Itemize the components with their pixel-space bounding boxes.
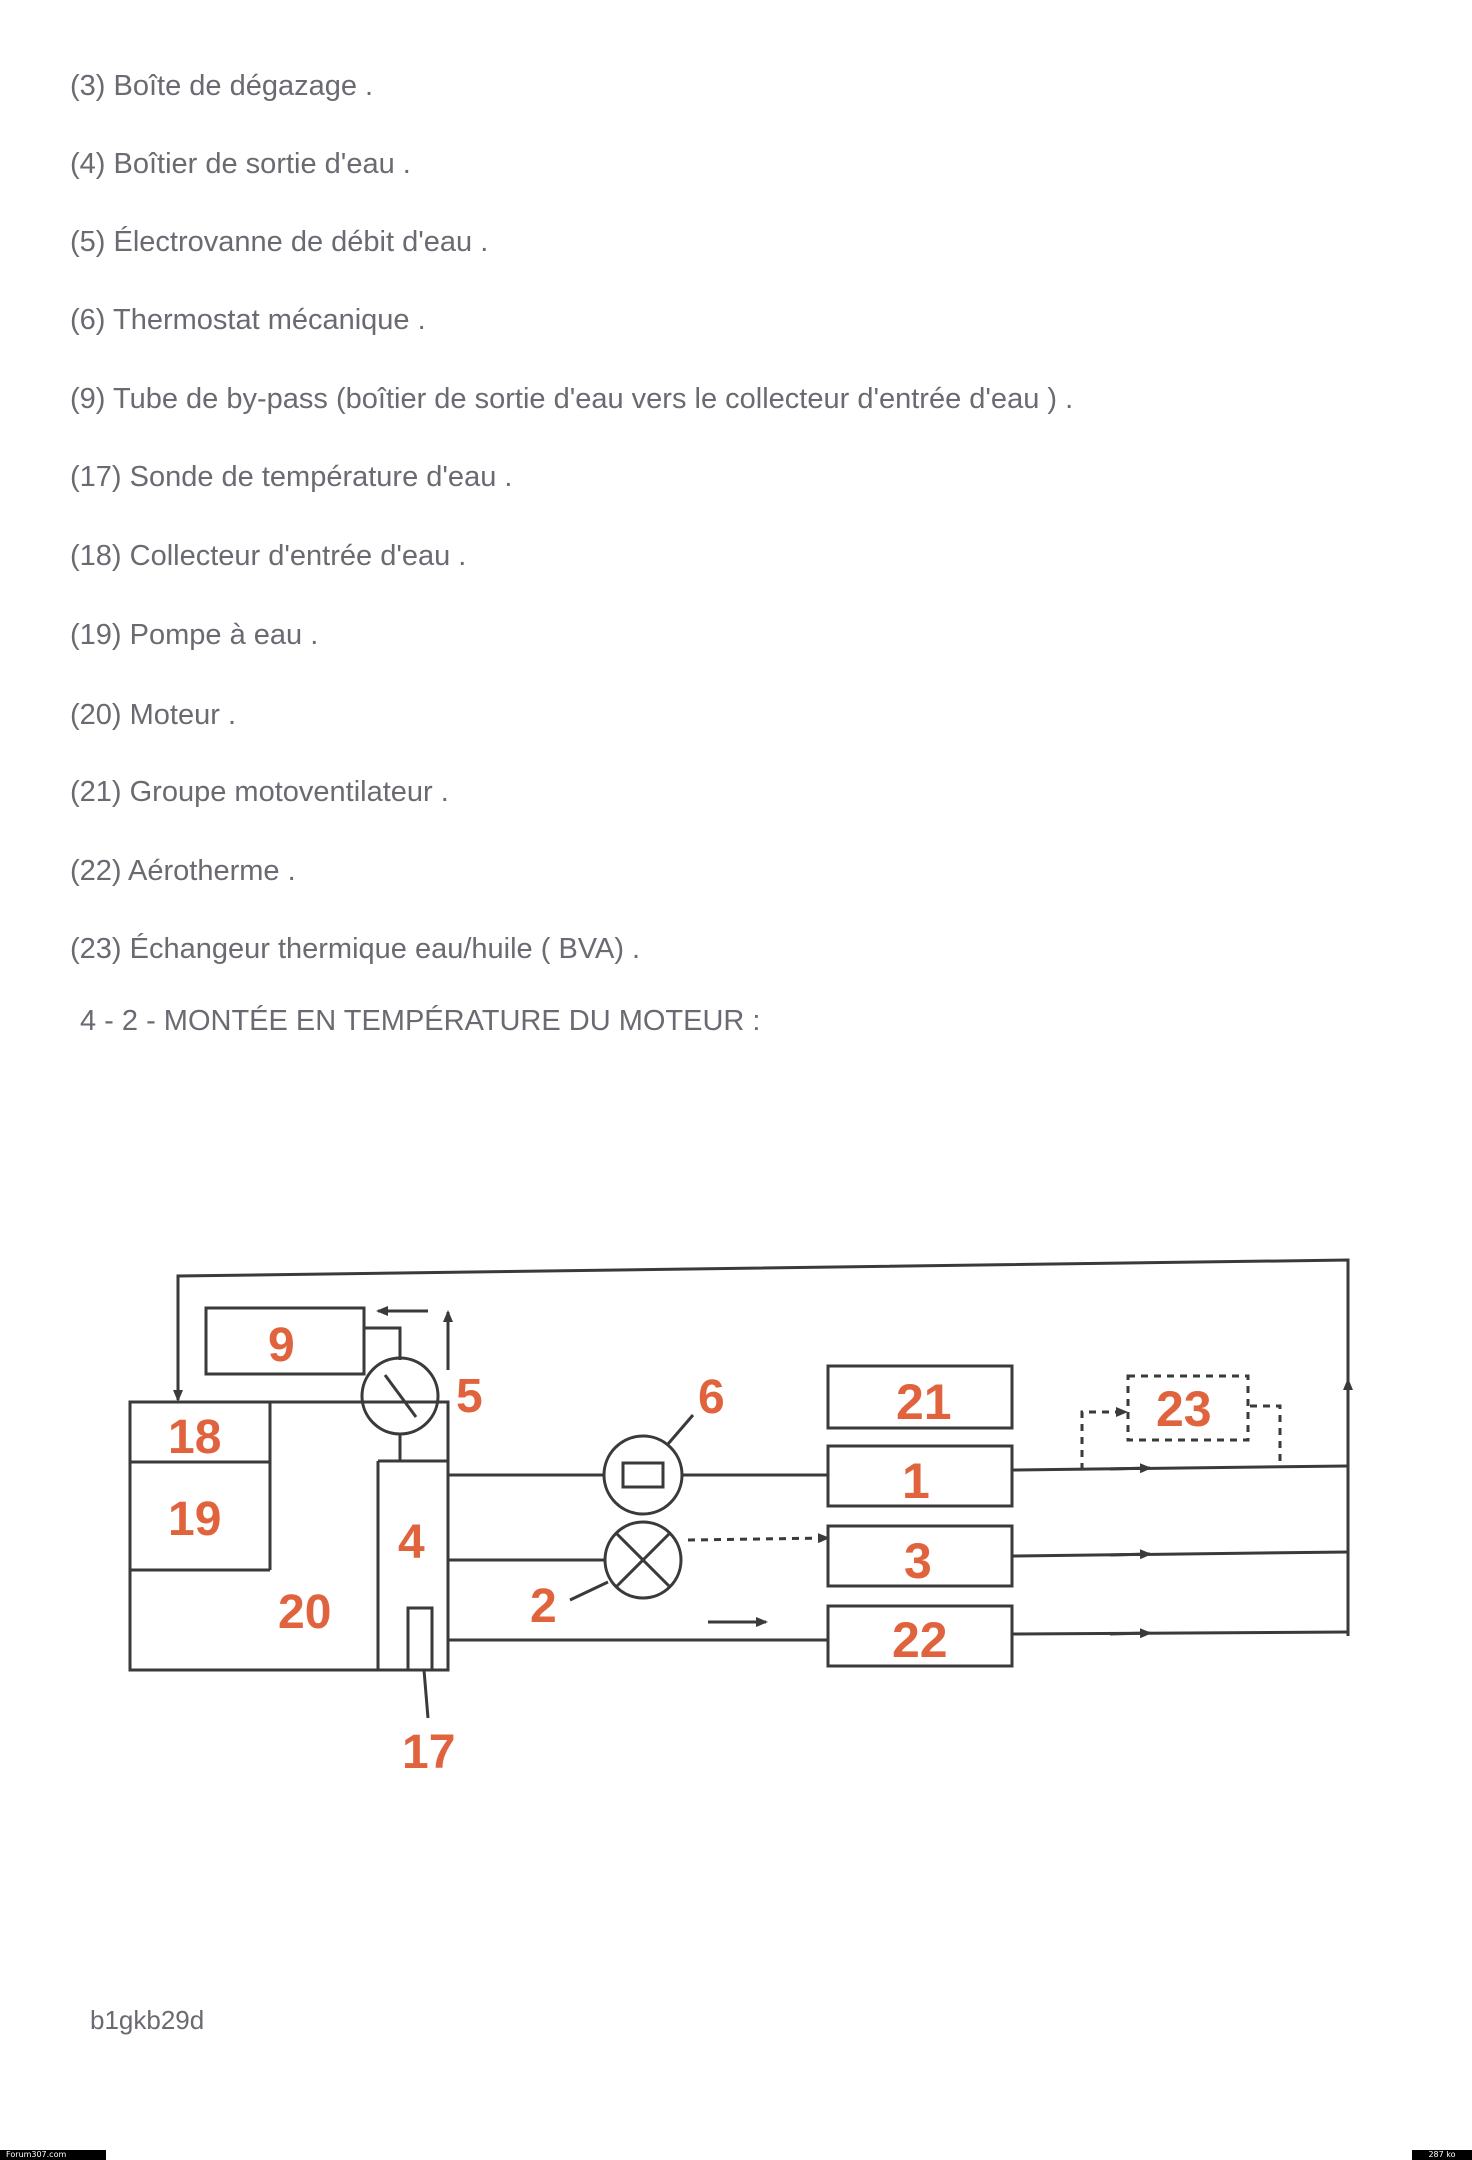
line-1-out bbox=[1011, 1464, 1349, 1472]
arrow-22-out bbox=[1109, 1628, 1152, 1639]
cooling-circuit-diagram: 9 5 6 21 23 18 19 20 4 1 3 22 2 17 bbox=[128, 1258, 1353, 1779]
legend-item-9: (9) Tube de by-pass (boîtier de sortie d… bbox=[70, 383, 1074, 415]
label-2: 2 bbox=[530, 1580, 557, 1633]
legend-item-19: (19) Pompe à eau . bbox=[70, 619, 319, 651]
box-1 bbox=[826, 1444, 1014, 1508]
legend-item-22: (22) Aérotherme . bbox=[70, 855, 296, 887]
valve-2-circle bbox=[603, 1520, 683, 1600]
label-23: 23 bbox=[1156, 1381, 1212, 1437]
label-4: 4 bbox=[398, 1516, 425, 1569]
legend-item-21: (21) Groupe motoventilateur . bbox=[70, 776, 449, 808]
box-engine bbox=[128, 1400, 450, 1672]
reference-code: b1gkb29d bbox=[90, 2005, 205, 2035]
footer-size: 287 ko bbox=[1412, 2150, 1472, 2160]
thermostat-6-circle bbox=[602, 1434, 684, 1516]
arrow-3-out bbox=[1109, 1549, 1152, 1560]
box-23-inlet bbox=[1080, 1407, 1128, 1470]
label-5: 5 bbox=[456, 1370, 483, 1423]
box-21 bbox=[826, 1364, 1014, 1430]
valve-5-needle bbox=[383, 1374, 418, 1418]
label-20: 20 bbox=[278, 1586, 331, 1639]
label-3: 3 bbox=[904, 1533, 932, 1589]
line-3-out bbox=[1011, 1550, 1349, 1558]
legend-item-23: (23) Échangeur thermique eau/huile ( BVA… bbox=[70, 933, 641, 965]
legend-item-17: (17) Sonde de température d'eau . bbox=[70, 461, 513, 493]
box-22 bbox=[826, 1604, 1014, 1668]
legend-item-3: (3) Boîte de dégazage . bbox=[70, 70, 374, 102]
label-9: 9 bbox=[268, 1319, 295, 1372]
sensor-17-lead bbox=[422, 1669, 430, 1719]
label-22: 22 bbox=[892, 1612, 948, 1668]
label-21: 21 bbox=[896, 1374, 952, 1430]
label-18: 18 bbox=[168, 1411, 221, 1464]
legend-item-5: (5) Électrovanne de débit d'eau . bbox=[70, 226, 489, 258]
legend-item-4: (4) Boîtier de sortie d'eau . bbox=[70, 148, 411, 180]
thermostat-6-element bbox=[621, 1461, 665, 1489]
arrow-1-out bbox=[1109, 1463, 1152, 1474]
valve-2-lead bbox=[569, 1580, 609, 1602]
valve-2-cross-b bbox=[614, 1531, 672, 1589]
valve-2-dashed-line bbox=[687, 1533, 830, 1544]
legend-item-18: (18) Collecteur d'entrée d'eau . bbox=[70, 540, 467, 572]
bypass-link-line bbox=[364, 1326, 402, 1360]
label-1: 1 bbox=[902, 1453, 930, 1509]
box-9 bbox=[204, 1306, 366, 1376]
section-title: 4 - 2 - MONTÉE EN TEMPÉRATURE DU MOTEUR … bbox=[80, 1005, 761, 1037]
thermostat-6-lead bbox=[666, 1414, 695, 1445]
label-19: 19 bbox=[168, 1493, 221, 1546]
label-17: 17 bbox=[402, 1726, 455, 1779]
label-6: 6 bbox=[698, 1371, 725, 1424]
box-23-outlet bbox=[1250, 1404, 1282, 1462]
sensor-17 bbox=[406, 1606, 434, 1672]
line-22-out bbox=[1011, 1630, 1349, 1636]
return-loop-line bbox=[176, 1258, 1350, 1636]
footer-source: Forum307.com bbox=[0, 2150, 106, 2160]
legend-item-20: (20) Moteur . bbox=[70, 699, 236, 731]
legend-item-6: (6) Thermostat mécanique . bbox=[70, 304, 426, 336]
